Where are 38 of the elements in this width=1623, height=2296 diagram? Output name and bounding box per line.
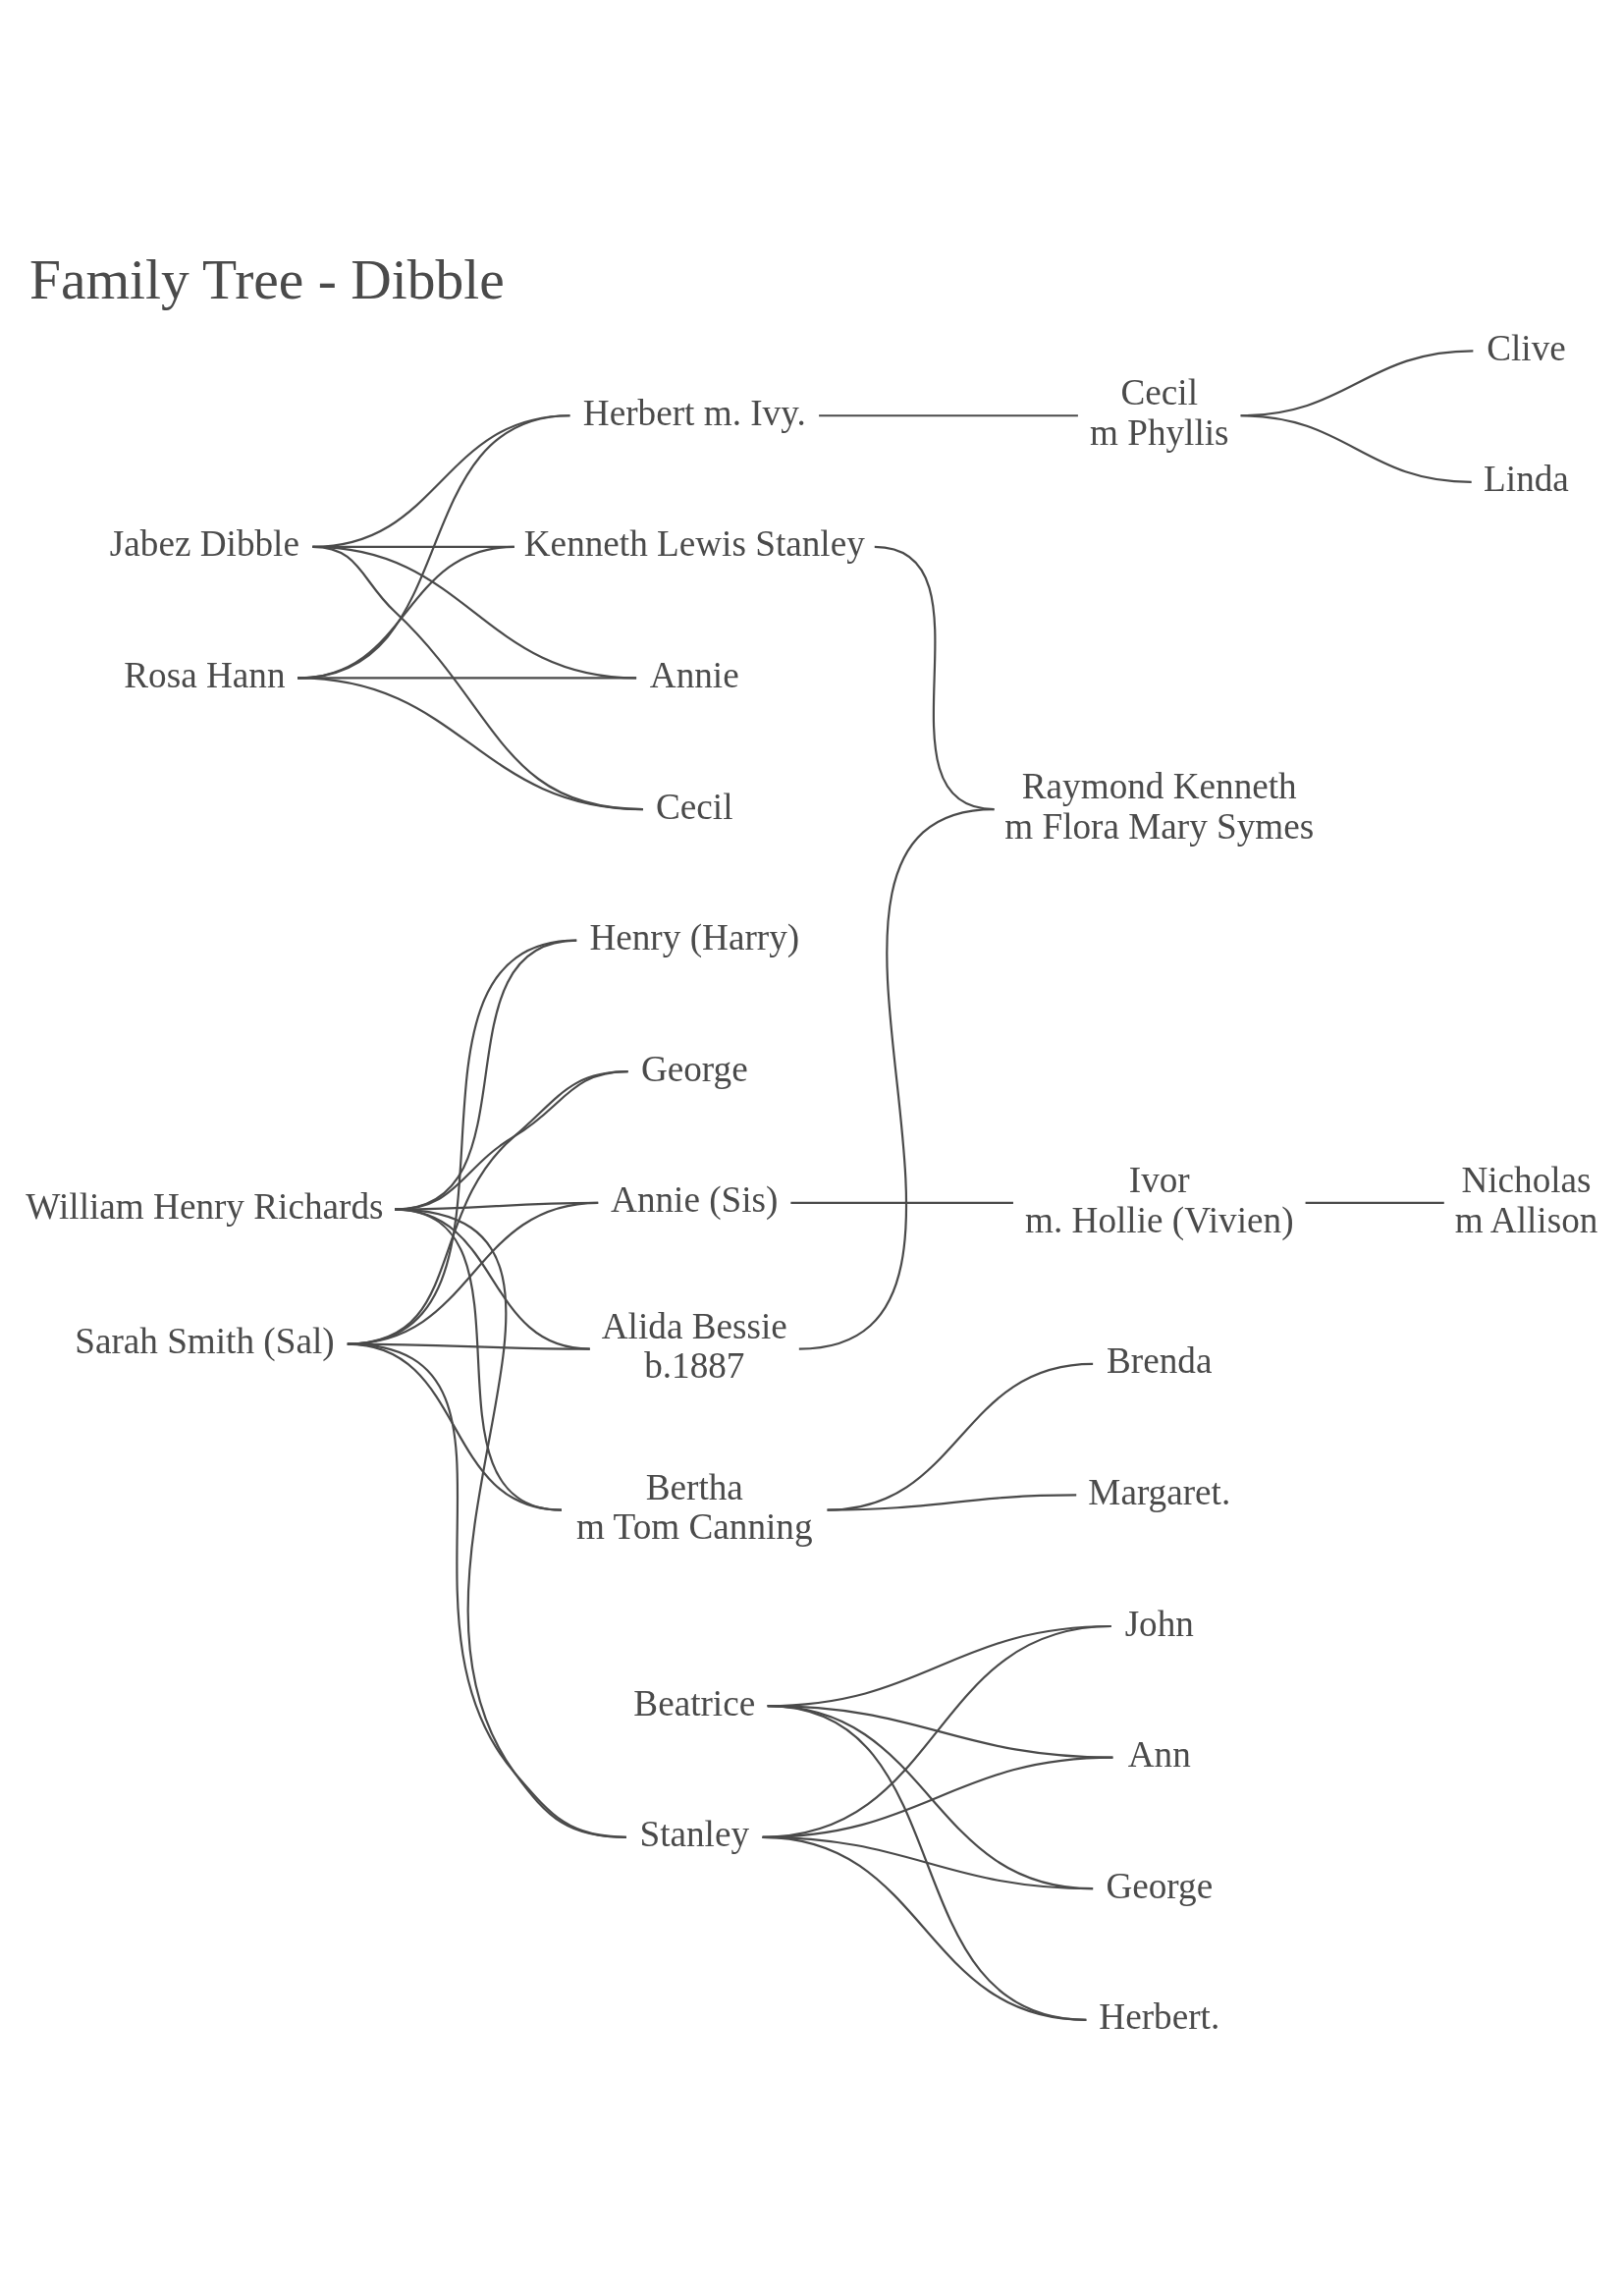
node-text: Ivor m. Hollie (Vivien) — [1025, 1159, 1294, 1240]
node-text: Stanley — [639, 1814, 750, 1855]
node-text: Alida Bessie b.1887 — [601, 1305, 787, 1387]
node-text: Nicholas m Allison — [1454, 1159, 1598, 1240]
connector — [827, 1362, 1094, 1511]
node-text: Raymond Kenneth m Flora Mary Symes — [1004, 766, 1315, 847]
node-text: Rosa Hann — [124, 654, 286, 695]
connector — [1240, 414, 1472, 483]
connector — [298, 677, 643, 811]
connector — [798, 807, 995, 1350]
connector — [819, 414, 1078, 417]
node-text: George — [640, 1048, 748, 1089]
connector — [790, 1201, 1013, 1204]
node-text: Bertha m Tom Canning — [576, 1466, 813, 1548]
node-text: Beatrice — [633, 1682, 756, 1723]
node-text: Brenda — [1107, 1340, 1213, 1382]
connector — [827, 1494, 1077, 1511]
node-text: Cecil — [656, 786, 733, 827]
node-text: John — [1124, 1603, 1194, 1644]
node-text: Margaret. — [1088, 1471, 1231, 1512]
node-text: Herbert m. Ivy. — [582, 392, 806, 433]
node-text: Cecil m Phyllis — [1089, 372, 1229, 454]
node-text: Clive — [1487, 327, 1566, 368]
node-text: Annie — [649, 654, 739, 695]
node-text: Henry (Harry) — [589, 917, 800, 958]
node-text: Sarah Smith (Sal) — [75, 1321, 335, 1362]
connector — [1305, 1201, 1444, 1204]
node-text: Herbert. — [1099, 1996, 1220, 2038]
node-text: Ann — [1127, 1734, 1191, 1776]
node-text: George — [1106, 1865, 1214, 1906]
connector — [767, 1705, 1087, 2021]
node-text: Jabez Dibble — [109, 523, 299, 565]
node-text: Kenneth Lewis Stanley — [523, 523, 865, 565]
node-text: Linda — [1484, 459, 1569, 500]
node-text: William Henry Richards — [26, 1186, 384, 1228]
node-text: Annie (Sis) — [611, 1179, 779, 1221]
diagram-title: Family Tree - Dibble — [28, 247, 505, 310]
connector — [347, 1342, 626, 1838]
